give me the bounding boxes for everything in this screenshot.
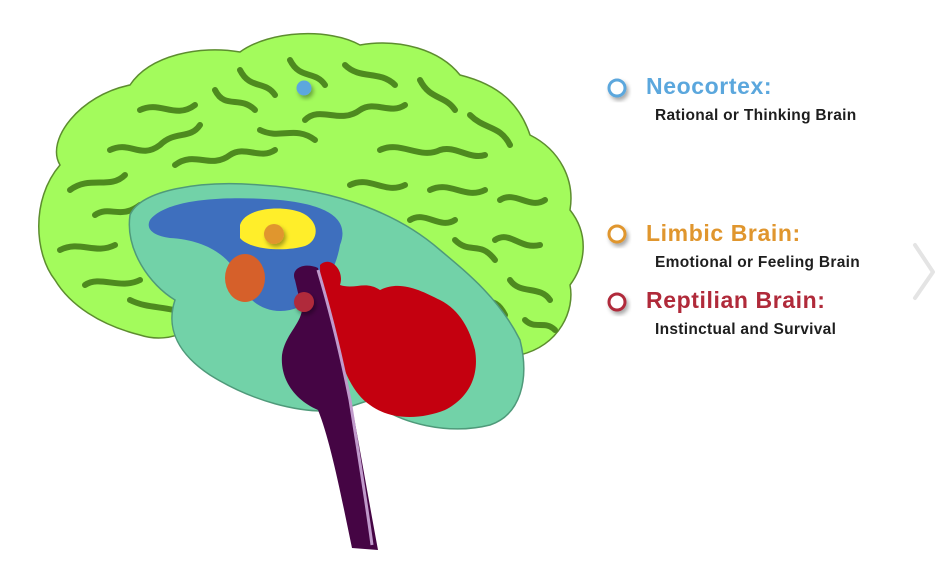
brainstem-highlight	[316, 269, 374, 546]
reptilian-region	[281, 265, 378, 550]
pointer-limbic	[264, 224, 627, 244]
limbic-subtitle: Emotional or Feeling Brain	[655, 254, 861, 271]
pointer-ring-neocortex	[607, 78, 627, 98]
pointer-dot-neocortex	[296, 80, 312, 96]
neocortex-subtitle: Rational or Thinking Brain	[655, 107, 857, 124]
brainstem-shape	[281, 265, 378, 550]
pointer-ring-reptilian	[607, 292, 627, 312]
pointer-reptilian	[294, 292, 627, 312]
reptilian-subtitle: Instinctual and Survival	[655, 321, 837, 338]
neocortex-title: Neocortex:	[646, 73, 773, 99]
limbic-title: Limbic Brain:	[646, 220, 801, 246]
pointer-neocortex	[296, 78, 627, 98]
limbic-orange-shape	[225, 254, 265, 302]
cerebellum-shape	[320, 261, 476, 417]
pointer-dot-limbic	[264, 224, 284, 244]
pointer-ring-limbic	[607, 224, 627, 244]
reptilian-title: Reptilian Brain:	[646, 287, 826, 313]
chevron-right-icon[interactable]	[913, 243, 935, 300]
pointer-dot-reptilian	[294, 292, 314, 312]
